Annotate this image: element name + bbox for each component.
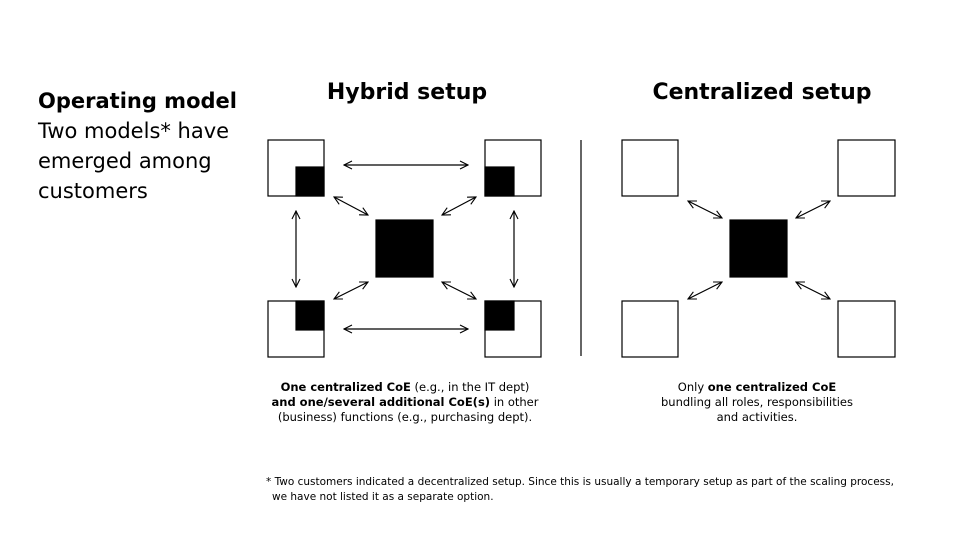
hybrid-arrow-diag-bottom-right [442, 282, 476, 299]
hybrid-caption-line3: (business) functions (e.g., purchasing d… [277, 410, 533, 424]
footnote-line1: * Two customers indicated a decentralize… [266, 476, 894, 488]
centralized-coe [729, 219, 788, 278]
centralized-caption-line1-bold: one centralized CoE [707, 380, 837, 394]
centralized-arrow-top-left [688, 201, 722, 218]
centralized-arrow-bottom-right [796, 282, 830, 299]
centralized-arrow-top-right [796, 201, 830, 218]
centralized-box-bottom-right [837, 300, 896, 358]
hybrid-setup-title: Hybrid setup [326, 80, 488, 105]
centralized-box-top-right [837, 139, 896, 197]
centralized-arrow-bottom-left [688, 282, 722, 299]
centralized-setup-title: Centralized setup [652, 80, 872, 105]
hybrid-inner-coe-bottom-right [484, 300, 515, 331]
centralized-caption-line3: and activities. [716, 410, 798, 424]
centralized-box-bottom-left [621, 300, 679, 358]
intro-heading: Operating model [38, 89, 237, 113]
centralized-diagram [621, 139, 896, 358]
centralized-caption-line2: bundling all roles, responsibilities [661, 395, 853, 409]
footnote-line2: we have not listed it as a separate opti… [272, 491, 494, 503]
hybrid-inner-coe-top-left [295, 166, 325, 197]
centralized-caption: Only one centralized CoE bundling all ro… [607, 380, 907, 425]
footnote: * Two customers indicated a decentralize… [266, 475, 906, 505]
hybrid-arrow-diag-top-right [442, 197, 476, 215]
hybrid-caption-line2-rest: in other [490, 395, 539, 409]
hybrid-caption-line2-bold: and one/several additional CoE(s) [271, 395, 491, 409]
hybrid-arrow-diag-bottom-left [334, 282, 368, 299]
hybrid-caption-line1-bold: One centralized CoE [280, 380, 411, 394]
hybrid-inner-coe-bottom-left [295, 300, 325, 331]
hybrid-arrow-diag-top-left [334, 197, 368, 215]
hybrid-caption-line1-rest: (e.g., in the IT dept) [410, 380, 530, 394]
centralized-box-top-left [621, 139, 679, 197]
intro-block: Operating model Two models* have emerged… [38, 86, 248, 206]
centralized-caption-line1-pre: Only [677, 380, 708, 394]
hybrid-diagram [267, 139, 542, 358]
hybrid-central-coe [375, 219, 434, 278]
hybrid-caption: One centralized CoE (e.g., in the IT dep… [255, 380, 555, 425]
intro-subheading: Two models* have emerged among customers [38, 119, 230, 203]
hybrid-inner-coe-top-right [484, 166, 515, 197]
